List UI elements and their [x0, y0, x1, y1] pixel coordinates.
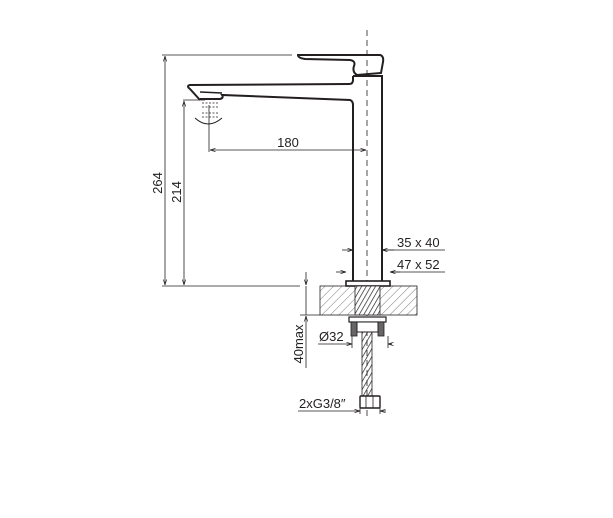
hose-connector — [359, 395, 381, 409]
base-plate — [345, 280, 391, 287]
dimension-lines — [162, 54, 445, 414]
dim-spout-height: 214 — [169, 181, 184, 203]
faucet-outline — [187, 54, 391, 287]
dim-connection: 2xG3/8″ — [299, 396, 346, 411]
dim-counter-thickness: 40max — [291, 324, 306, 364]
dim-base-section: 47 x 52 — [397, 257, 440, 272]
dim-body-section: 35 x 40 — [397, 235, 440, 250]
dim-hole-diameter: Ø32 — [319, 329, 344, 344]
dim-total-height: 264 — [150, 172, 165, 194]
mounting-nut — [348, 316, 387, 337]
supply-hose — [361, 331, 373, 397]
water-stream-icon — [194, 102, 223, 125]
dim-spout-reach: 180 — [277, 135, 299, 150]
